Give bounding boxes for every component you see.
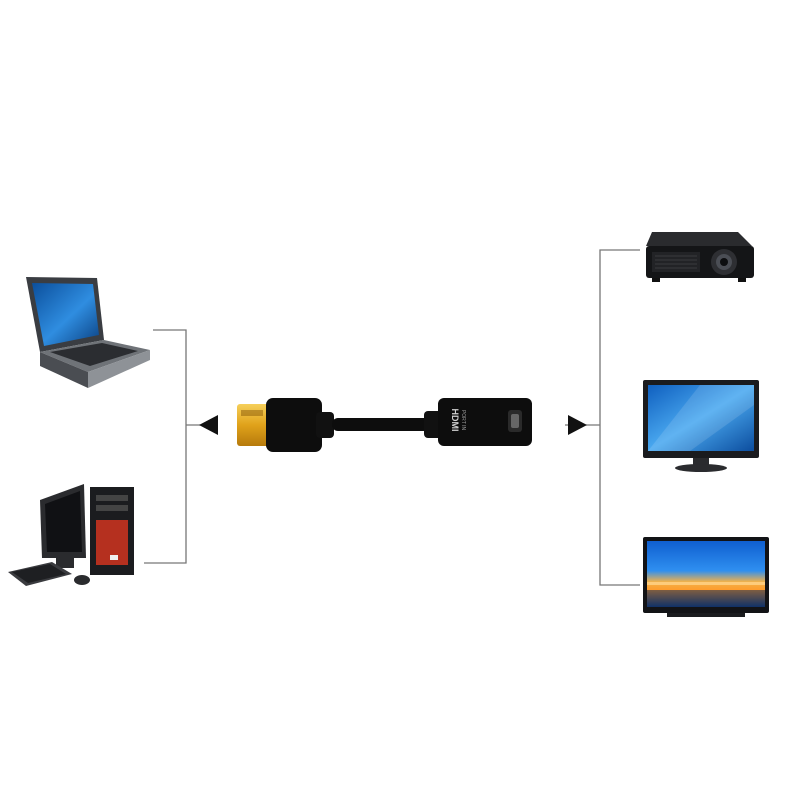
adapter-port-label: HDMI — [450, 409, 460, 432]
adapter-port-sublabel: PORT IN — [460, 410, 466, 430]
left-arrow-icon — [199, 415, 218, 435]
monitor-icon — [643, 380, 759, 472]
display-bracket — [565, 250, 640, 585]
right-arrow-icon — [568, 415, 587, 435]
adapter-cable — [237, 398, 532, 452]
television-icon — [643, 537, 769, 617]
source-bracket — [144, 330, 218, 563]
desktop-computer-icon — [8, 484, 134, 586]
projector-icon — [646, 232, 754, 282]
laptop-icon — [26, 277, 150, 388]
